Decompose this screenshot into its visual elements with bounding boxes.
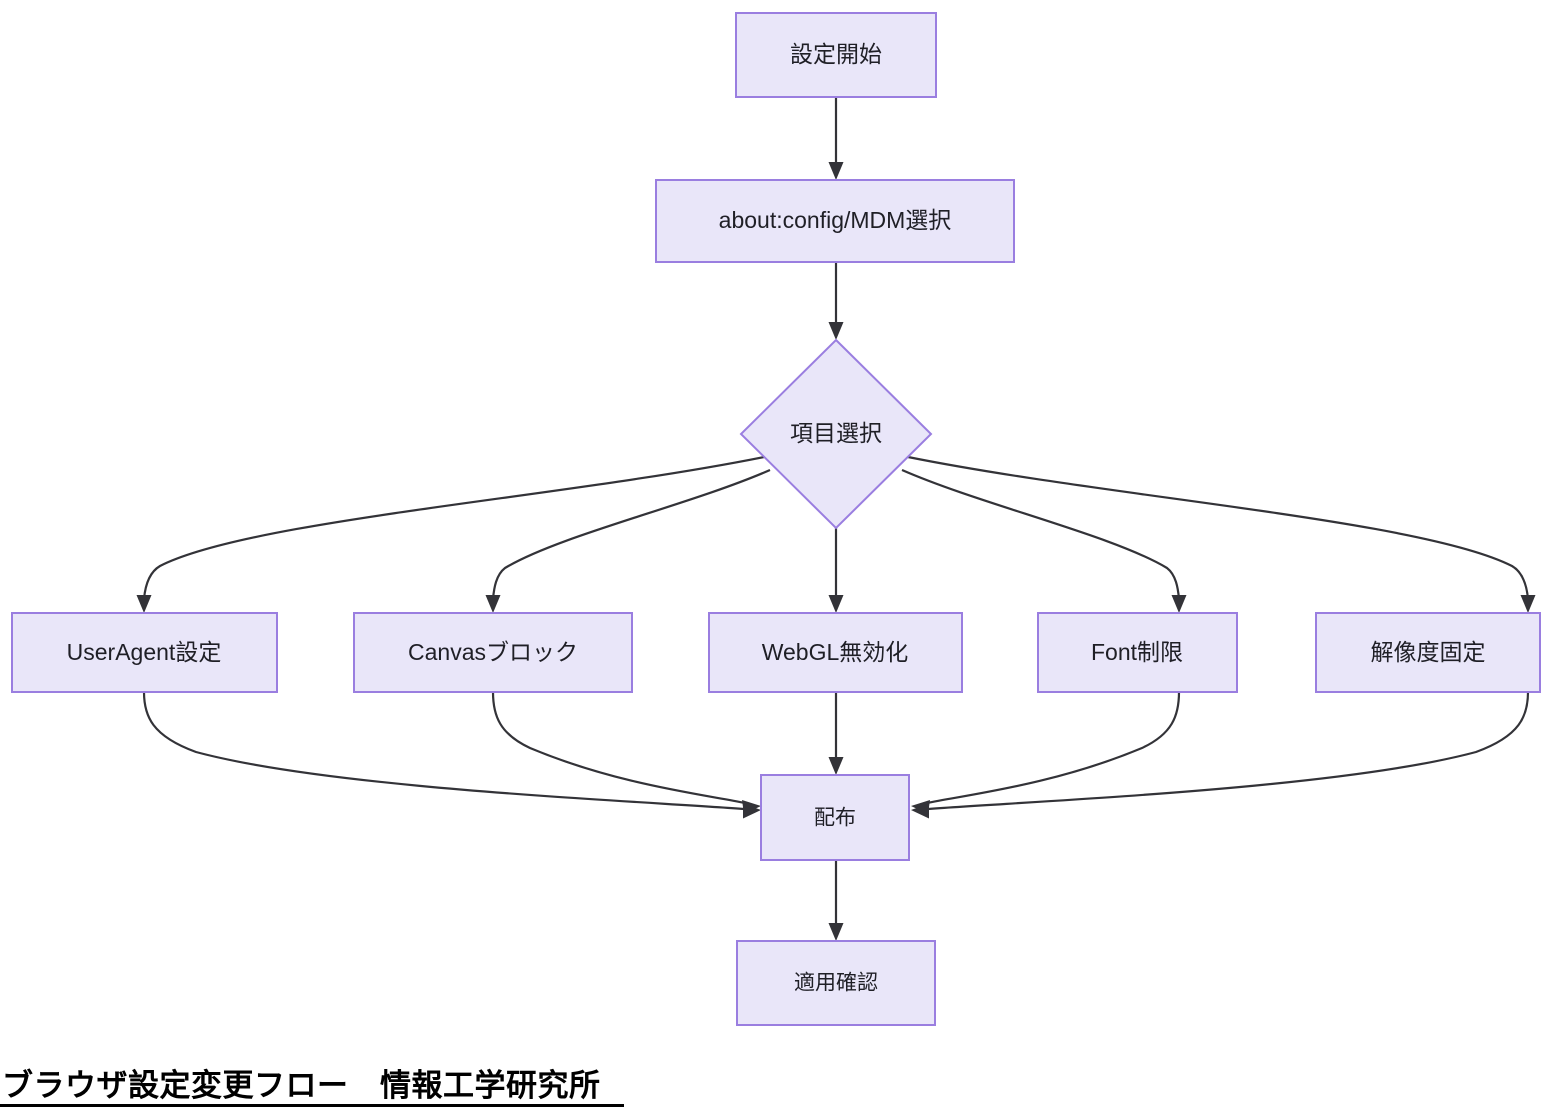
node-resolution[interactable]: 解像度固定 <box>1315 612 1541 693</box>
edge-webgl-to-deploy <box>828 692 844 775</box>
caption-label: ブラウザ設定変更フロー 情報工学研究所 <box>2 1068 601 1103</box>
arrowhead-icon <box>828 595 844 613</box>
node-deploy[interactable]: 配布 <box>760 774 910 861</box>
edge-start-to-method <box>828 97 844 180</box>
node-start-label: 設定開始 <box>790 41 882 67</box>
node-deploy-label: 配布 <box>814 807 856 830</box>
edge-choose-to-canvas <box>485 468 771 613</box>
edge-choose-to-font <box>901 468 1187 613</box>
node-useragent[interactable]: UserAgent設定 <box>11 612 278 693</box>
edge-deploy-to-verify <box>828 860 844 941</box>
node-canvas-label: Canvasブロック <box>408 639 578 665</box>
node-font-label: Font制限 <box>1091 639 1183 665</box>
edge-canvas-to-deploy <box>491 691 761 814</box>
arrowhead-icon <box>1520 595 1536 613</box>
edge-useragent-to-deploy <box>142 691 761 819</box>
node-verify-label: 適用確認 <box>794 972 878 995</box>
node-method-label: about:config/MDM選択 <box>719 207 952 233</box>
arrowhead-icon <box>828 162 844 180</box>
arrowhead-icon <box>828 322 844 340</box>
node-resolution-label: 解像度固定 <box>1371 639 1486 665</box>
node-method[interactable]: about:config/MDM選択 <box>655 179 1015 263</box>
edge-layer <box>136 97 1536 941</box>
caption-underline <box>0 1104 624 1107</box>
arrowhead-icon <box>828 923 844 941</box>
arrowhead-icon <box>485 595 501 613</box>
edge-resolution-to-deploy <box>911 691 1530 819</box>
arrowhead-icon <box>742 800 761 814</box>
arrowhead-icon <box>911 803 929 819</box>
edge-choose-to-webgl <box>828 528 844 613</box>
node-canvas[interactable]: Canvasブロック <box>353 612 633 693</box>
edge-method-to-choose <box>828 262 844 340</box>
arrowhead-icon <box>1171 595 1187 613</box>
arrowhead-icon <box>828 757 844 775</box>
edge-choose-to-useragent <box>136 455 765 613</box>
node-webgl[interactable]: WebGL無効化 <box>708 612 963 693</box>
node-start[interactable]: 設定開始 <box>735 12 937 98</box>
node-font[interactable]: Font制限 <box>1037 612 1238 693</box>
edge-choose-to-resolution <box>907 455 1536 613</box>
node-verify[interactable]: 適用確認 <box>736 940 936 1026</box>
node-choose-label: 項目選択 <box>790 420 882 446</box>
arrowhead-icon <box>136 595 152 613</box>
node-useragent-label: UserAgent設定 <box>67 639 222 665</box>
diagram-caption: ブラウザ設定変更フロー 情報工学研究所 <box>0 1058 1568 1116</box>
node-choose[interactable]: 項目選択 <box>739 338 933 530</box>
node-webgl-label: WebGL無効化 <box>762 639 909 665</box>
node-layer: 設定開始 about:config/MDM選択 項目選択 UserAgent設定… <box>11 12 1541 1026</box>
